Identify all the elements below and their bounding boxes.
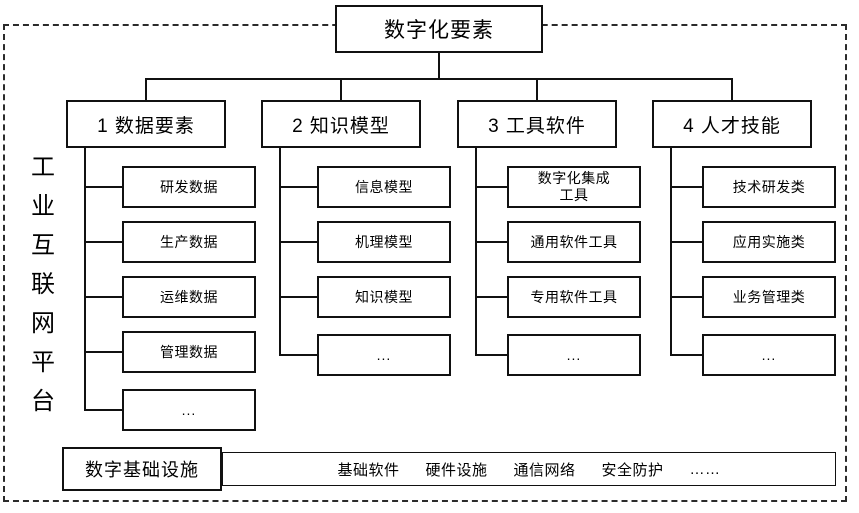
connector-stub-2-1 bbox=[279, 186, 317, 188]
leaf-box-2-4: ... bbox=[317, 334, 451, 376]
infrastructure-item-1: 基础软件 bbox=[337, 461, 400, 479]
infrastructure-label-box: 数字基础设施 bbox=[62, 447, 222, 491]
connector-drop-category-3 bbox=[536, 78, 538, 100]
leaf-box-1-2: 生产数据 bbox=[122, 221, 256, 263]
connector-stub-4-4 bbox=[670, 354, 702, 356]
connector-drop-category-2 bbox=[340, 78, 342, 100]
infrastructure-item-2: 硬件设施 bbox=[425, 461, 488, 479]
category-box-1: 1 数据要素 bbox=[66, 100, 226, 148]
connector-stub-2-4 bbox=[279, 354, 317, 356]
leaf-box-3-1: 数字化集成 工具 bbox=[507, 166, 641, 208]
connector-stub-1-2 bbox=[84, 241, 122, 243]
connector-stub-2-3 bbox=[279, 296, 317, 298]
connector-root-stem bbox=[438, 53, 440, 79]
leaf-box-3-2: 通用软件工具 bbox=[507, 221, 641, 263]
leaf-box-4-4: ... bbox=[702, 334, 836, 376]
infrastructure-item-3: 通信网络 bbox=[513, 461, 576, 479]
connector-trunk-category-1 bbox=[84, 148, 86, 411]
connector-drop-category-1 bbox=[145, 78, 147, 100]
connector-stub-4-3 bbox=[670, 296, 702, 298]
infrastructure-bar: 基础软件 硬件设施 通信网络 安全防护 …… bbox=[222, 452, 836, 486]
connector-stub-3-3 bbox=[475, 296, 507, 298]
category-box-2: 2 知识模型 bbox=[261, 100, 421, 148]
infrastructure-item-4: 安全防护 bbox=[601, 461, 664, 479]
infrastructure-items: 基础软件 硬件设施 通信网络 安全防护 …… bbox=[223, 459, 835, 480]
connector-drop-category-4 bbox=[731, 78, 733, 100]
leaf-box-2-3: 知识模型 bbox=[317, 276, 451, 318]
root-title-box: 数字化要素 bbox=[335, 5, 543, 53]
category-box-4: 4 人才技能 bbox=[652, 100, 812, 148]
connector-distribution-bar bbox=[145, 78, 733, 80]
connector-stub-2-2 bbox=[279, 241, 317, 243]
leaf-box-2-2: 机理模型 bbox=[317, 221, 451, 263]
leaf-box-3-1-line2: 工具 bbox=[559, 187, 589, 203]
leaf-box-3-3: 专用软件工具 bbox=[507, 276, 641, 318]
connector-trunk-category-2 bbox=[279, 148, 281, 356]
connector-trunk-category-3 bbox=[475, 148, 477, 356]
connector-stub-3-1 bbox=[475, 186, 507, 188]
connector-stub-4-2 bbox=[670, 241, 702, 243]
infrastructure-item-5: …… bbox=[689, 460, 721, 478]
connector-stub-1-5 bbox=[84, 409, 122, 411]
connector-stub-4-1 bbox=[670, 186, 702, 188]
connector-trunk-category-4 bbox=[670, 148, 672, 356]
connector-stub-1-1 bbox=[84, 186, 122, 188]
leaf-box-2-1: 信息模型 bbox=[317, 166, 451, 208]
leaf-box-1-5: ... bbox=[122, 389, 256, 431]
leaf-box-1-4: 管理数据 bbox=[122, 331, 256, 373]
platform-label: 工业互联网平台 bbox=[31, 154, 55, 415]
leaf-box-3-1-line1: 数字化集成 bbox=[537, 170, 611, 186]
category-box-3: 3 工具软件 bbox=[457, 100, 617, 148]
leaf-box-4-2: 应用实施类 bbox=[702, 221, 836, 263]
leaf-box-3-4: ... bbox=[507, 334, 641, 376]
connector-stub-1-4 bbox=[84, 351, 122, 353]
leaf-box-4-3: 业务管理类 bbox=[702, 276, 836, 318]
leaf-box-4-1: 技术研发类 bbox=[702, 166, 836, 208]
connector-stub-3-2 bbox=[475, 241, 507, 243]
connector-stub-1-3 bbox=[84, 296, 122, 298]
leaf-box-1-3: 运维数据 bbox=[122, 276, 256, 318]
connector-stub-3-4 bbox=[475, 354, 507, 356]
leaf-box-1-1: 研发数据 bbox=[122, 166, 256, 208]
